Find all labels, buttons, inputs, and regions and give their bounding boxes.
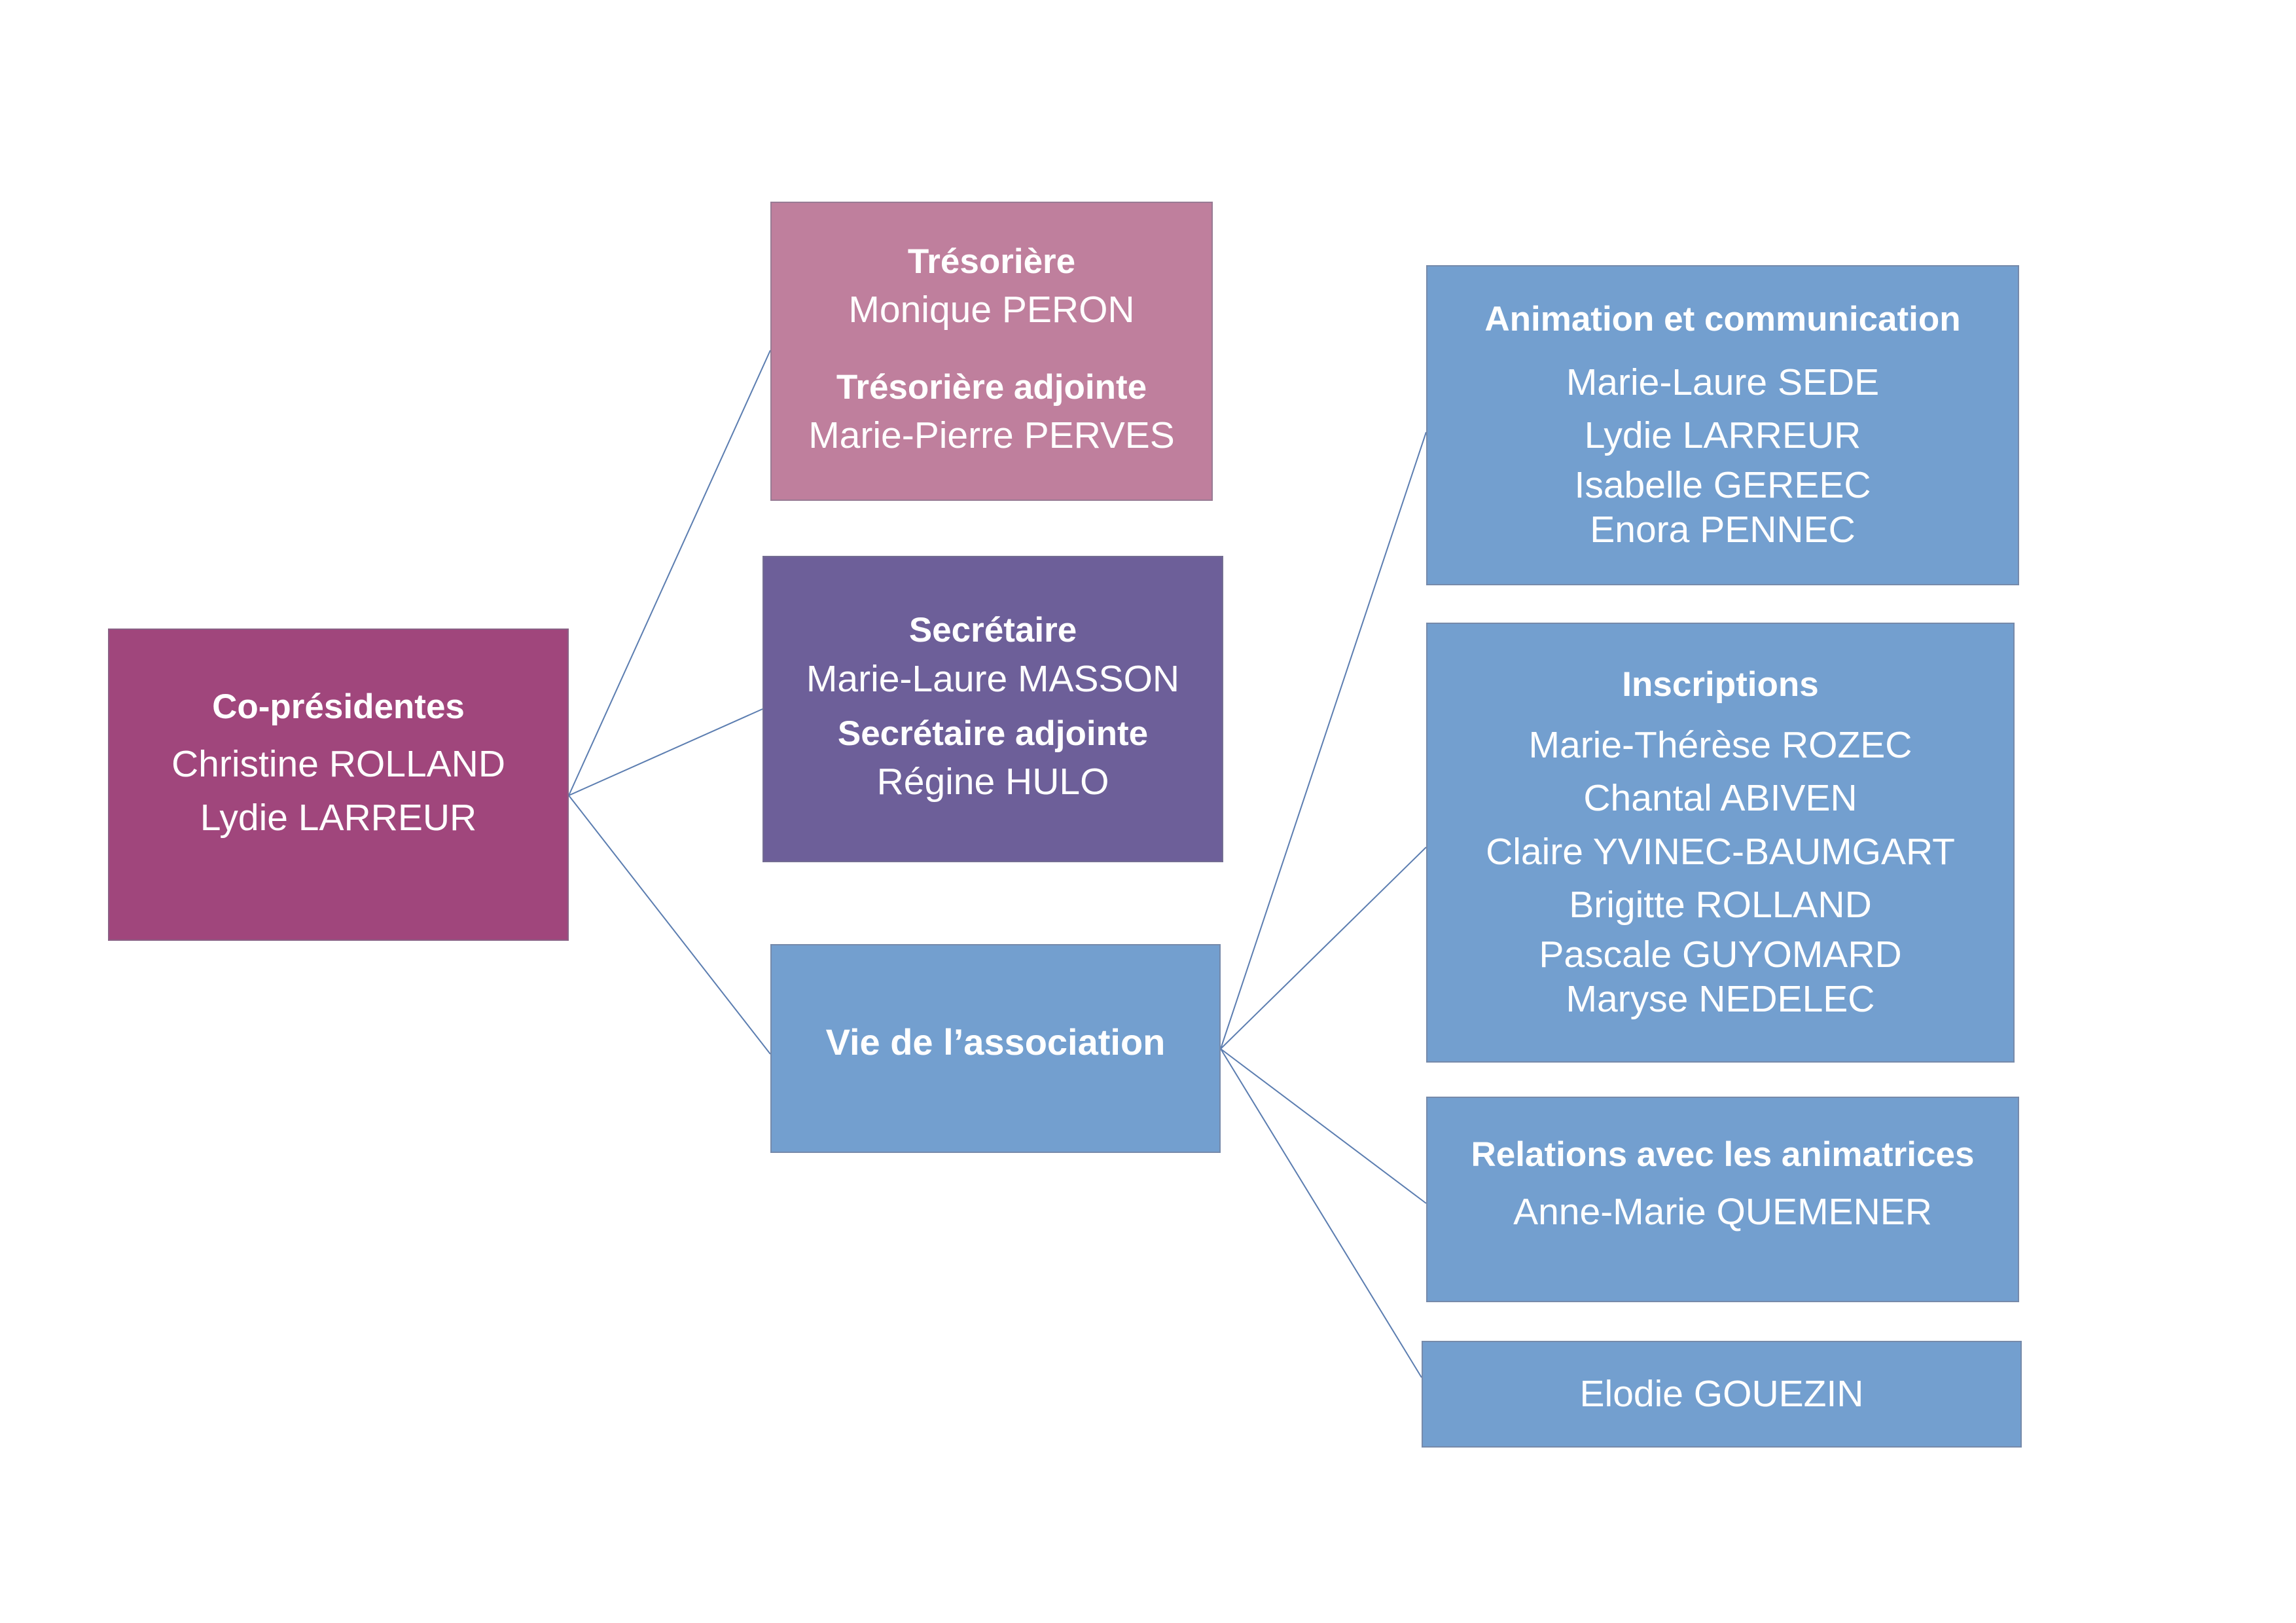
connector-association-animation bbox=[1220, 431, 1427, 1049]
member-name: Claire YVINEC-BAUMGART bbox=[1486, 830, 1955, 873]
node-elodie-gouezin: Elodie GOUEZIN bbox=[1422, 1341, 2022, 1448]
member-name: Marie-Laure MASSON bbox=[806, 657, 1180, 700]
member-name: Lydie LARREUR bbox=[1584, 414, 1861, 457]
member-name: Monique PERON bbox=[848, 289, 1135, 331]
connector-association-other bbox=[1220, 1048, 1422, 1378]
member-name: Brigitte ROLLAND bbox=[1569, 884, 1872, 926]
node-secretaire: Secrétaire Marie-Laure MASSON Secrétaire… bbox=[762, 556, 1223, 862]
member-name: Pascale GUYOMARD bbox=[1539, 933, 1902, 976]
member-name: Isabelle GEREEC bbox=[1574, 464, 1871, 506]
node-subtitle: Trésorière adjointe bbox=[836, 367, 1147, 407]
node-subtitle: Secrétaire adjointe bbox=[837, 714, 1149, 753]
node-title: Animation et communication bbox=[1484, 300, 1961, 339]
member-name: Elodie GOUEZIN bbox=[1579, 1372, 1864, 1415]
member-name: Chantal ABIVEN bbox=[1583, 777, 1857, 820]
member-name: Marie-Pierre PERVES bbox=[808, 414, 1175, 456]
node-relations-animatrices: Relations avec les animatrices Anne-Mari… bbox=[1426, 1097, 2019, 1302]
member-name: Marie-Thérèse ROZEC bbox=[1528, 723, 1912, 766]
node-co-presidentes: Co-présidentes Christine ROLLAND Lydie L… bbox=[108, 629, 569, 941]
node-tresoriere: Trésorière Monique PERON Trésorière adjo… bbox=[770, 202, 1213, 501]
connector-presidents-treasury bbox=[568, 350, 771, 796]
member-name: Christine ROLLAND bbox=[171, 743, 505, 786]
node-title: Trésorière bbox=[907, 242, 1076, 281]
node-title: Inscriptions bbox=[1622, 665, 1819, 704]
node-animation-communication: Animation et communication Marie-Laure S… bbox=[1426, 265, 2019, 585]
member-name: Marie-Laure SEDE bbox=[1566, 361, 1880, 403]
node-vie-de-l-association: Vie de l’association bbox=[770, 944, 1221, 1153]
node-title: Vie de l’association bbox=[825, 1021, 1166, 1063]
node-inscriptions: Inscriptions Marie-Thérèse ROZEC Chantal… bbox=[1426, 623, 2015, 1063]
member-name: Lydie LARREUR bbox=[200, 796, 477, 839]
connector-presidents-secretary bbox=[568, 708, 763, 796]
node-title: Relations avec les animatrices bbox=[1471, 1135, 1975, 1175]
node-title: Secrétaire bbox=[908, 611, 1077, 650]
connector-presidents-association bbox=[568, 795, 771, 1055]
member-name: Enora PENNEC bbox=[1590, 509, 1856, 551]
node-title: Co-présidentes bbox=[212, 687, 465, 726]
member-name: Maryse NEDELEC bbox=[1566, 978, 1875, 1021]
member-name: Régine HULO bbox=[876, 761, 1109, 803]
connector-association-relations bbox=[1220, 1048, 1427, 1204]
member-name: Anne-Marie QUEMENER bbox=[1513, 1191, 1932, 1233]
connector-association-inscriptions bbox=[1220, 847, 1427, 1049]
